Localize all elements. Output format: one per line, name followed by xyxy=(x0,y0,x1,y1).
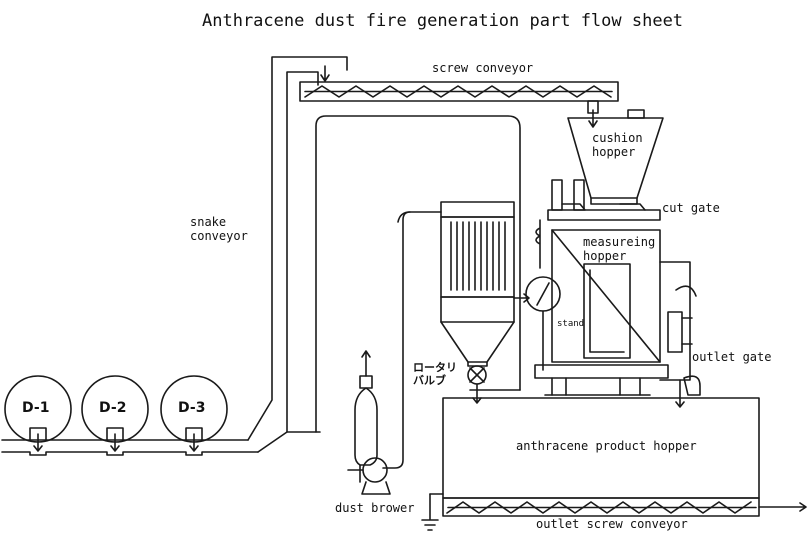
dust-return-duct xyxy=(315,115,521,433)
label-screw-conveyor: screw conveyor xyxy=(432,61,534,75)
cushion-hopper xyxy=(567,109,664,205)
label-snake-conveyor: snake conveyor xyxy=(190,215,248,243)
page-title: Anthracene dust fire generation part flo… xyxy=(202,11,684,31)
dust-collector xyxy=(440,201,530,367)
outlet-screw-conveyor xyxy=(421,493,807,531)
label-dust-blower: dust brower xyxy=(335,501,415,515)
label-measuring-hopper: measureing hopper xyxy=(583,235,656,263)
label-outlet-screw-conveyor: outlet screw conveyor xyxy=(536,517,688,531)
tank-outlets xyxy=(29,427,203,441)
snake-conveyor xyxy=(247,56,348,453)
label-rotary-valve: ロータリ バルブ xyxy=(413,361,457,387)
label-outlet-gate: outlet gate xyxy=(692,350,772,364)
tank-label-d2: D-2 xyxy=(99,400,127,416)
measuring-hopper xyxy=(535,179,697,381)
tank-collecting-conveyor xyxy=(1,433,259,456)
label-cushion-hopper: cushion hopper xyxy=(592,131,643,159)
stand xyxy=(534,364,669,396)
dust-blower xyxy=(347,350,391,495)
cut-gate xyxy=(547,203,661,221)
tank-label-d1: D-1 xyxy=(22,400,50,416)
pressure-gauge xyxy=(525,276,561,371)
label-cut-gate: cut gate xyxy=(662,201,720,215)
blower-duct xyxy=(382,211,442,469)
screw-conveyor xyxy=(299,81,619,128)
label-stand: stand xyxy=(557,319,585,329)
rotary-valve xyxy=(467,365,487,404)
outlet-gate xyxy=(667,311,701,408)
tank-label-d3: D-3 xyxy=(178,400,206,416)
label-product-hopper: anthracene product hopper xyxy=(516,439,697,453)
